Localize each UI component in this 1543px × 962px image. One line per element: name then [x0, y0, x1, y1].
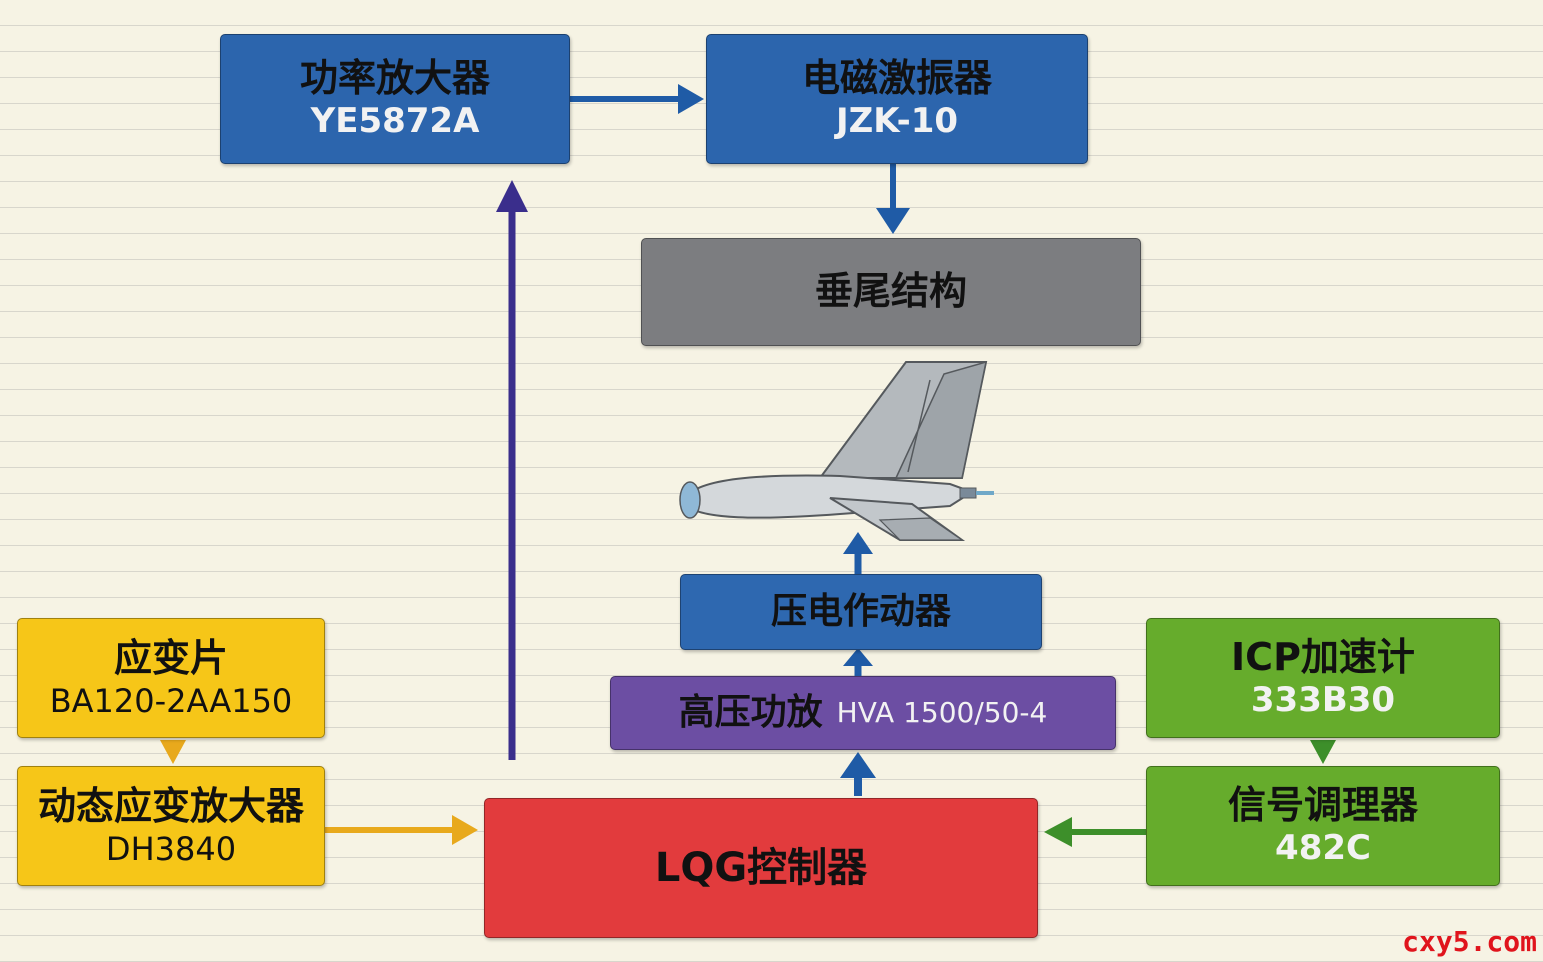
arrow-dynamp-to-lqg [325, 815, 478, 845]
actuator-title: 压电作动器 [770, 591, 951, 633]
arrow-amp-to-shaker [570, 84, 704, 114]
power-amplifier-model: YE5872A [310, 101, 480, 142]
strain-gauge-title: 应变片 [113, 636, 228, 680]
arrow-gauge-to-dynamp [160, 740, 186, 764]
dynamic-strain-amplifier-model: DH3840 [105, 829, 237, 868]
arrow-lqg-to-hva [840, 752, 876, 796]
piezo-actuator-node: 压电作动器 [680, 574, 1042, 650]
icp-title: ICP加速计 [1231, 634, 1415, 679]
shaker-title: 电磁激振器 [801, 55, 992, 100]
arrow-lqg-to-amp [496, 180, 528, 760]
icp-model: 333B30 [1250, 680, 1396, 721]
vertical-tail-structure-node: 垂尾结构 [641, 238, 1141, 346]
shaker-model: JZK-10 [835, 101, 959, 142]
hva-title: 高压功放 [678, 692, 823, 734]
signal-conditioner-node: 信号调理器 482C [1146, 766, 1500, 886]
strain-gauge-model: BA120-2AA150 [49, 681, 293, 720]
arrow-shaker-to-tail [876, 164, 910, 234]
lqg-title: LQG控制器 [654, 845, 868, 891]
arrow-icp-to-conditioner [1310, 740, 1336, 764]
power-amplifier-node: 功率放大器 YE5872A [220, 34, 570, 164]
tail-title: 垂尾结构 [814, 269, 967, 314]
hva-model: HVA 1500/50-4 [836, 696, 1048, 730]
icp-accelerometer-node: ICP加速计 333B30 [1146, 618, 1500, 738]
arrow-actuator-to-tail [843, 532, 873, 574]
arrow-conditioner-to-lqg [1044, 817, 1146, 847]
conditioner-model: 482C [1275, 828, 1371, 869]
lqg-controller-node: LQG控制器 [484, 798, 1038, 938]
site-watermark: cxy5.com [1402, 925, 1537, 958]
arrow-hva-to-actuator [843, 648, 873, 676]
vertical-tail-illustration [679, 360, 994, 541]
high-voltage-amplifier-node: 高压功放 HVA 1500/50-4 [610, 676, 1116, 750]
conditioner-title: 信号调理器 [1227, 782, 1418, 827]
dynamic-strain-amplifier-title: 动态应变放大器 [37, 784, 304, 828]
strain-gauge-node: 应变片 BA120-2AA150 [17, 618, 325, 738]
dynamic-strain-amplifier-node: 动态应变放大器 DH3840 [17, 766, 325, 886]
electromagnetic-shaker-node: 电磁激振器 JZK-10 [706, 34, 1088, 164]
power-amplifier-title: 功率放大器 [299, 55, 490, 100]
